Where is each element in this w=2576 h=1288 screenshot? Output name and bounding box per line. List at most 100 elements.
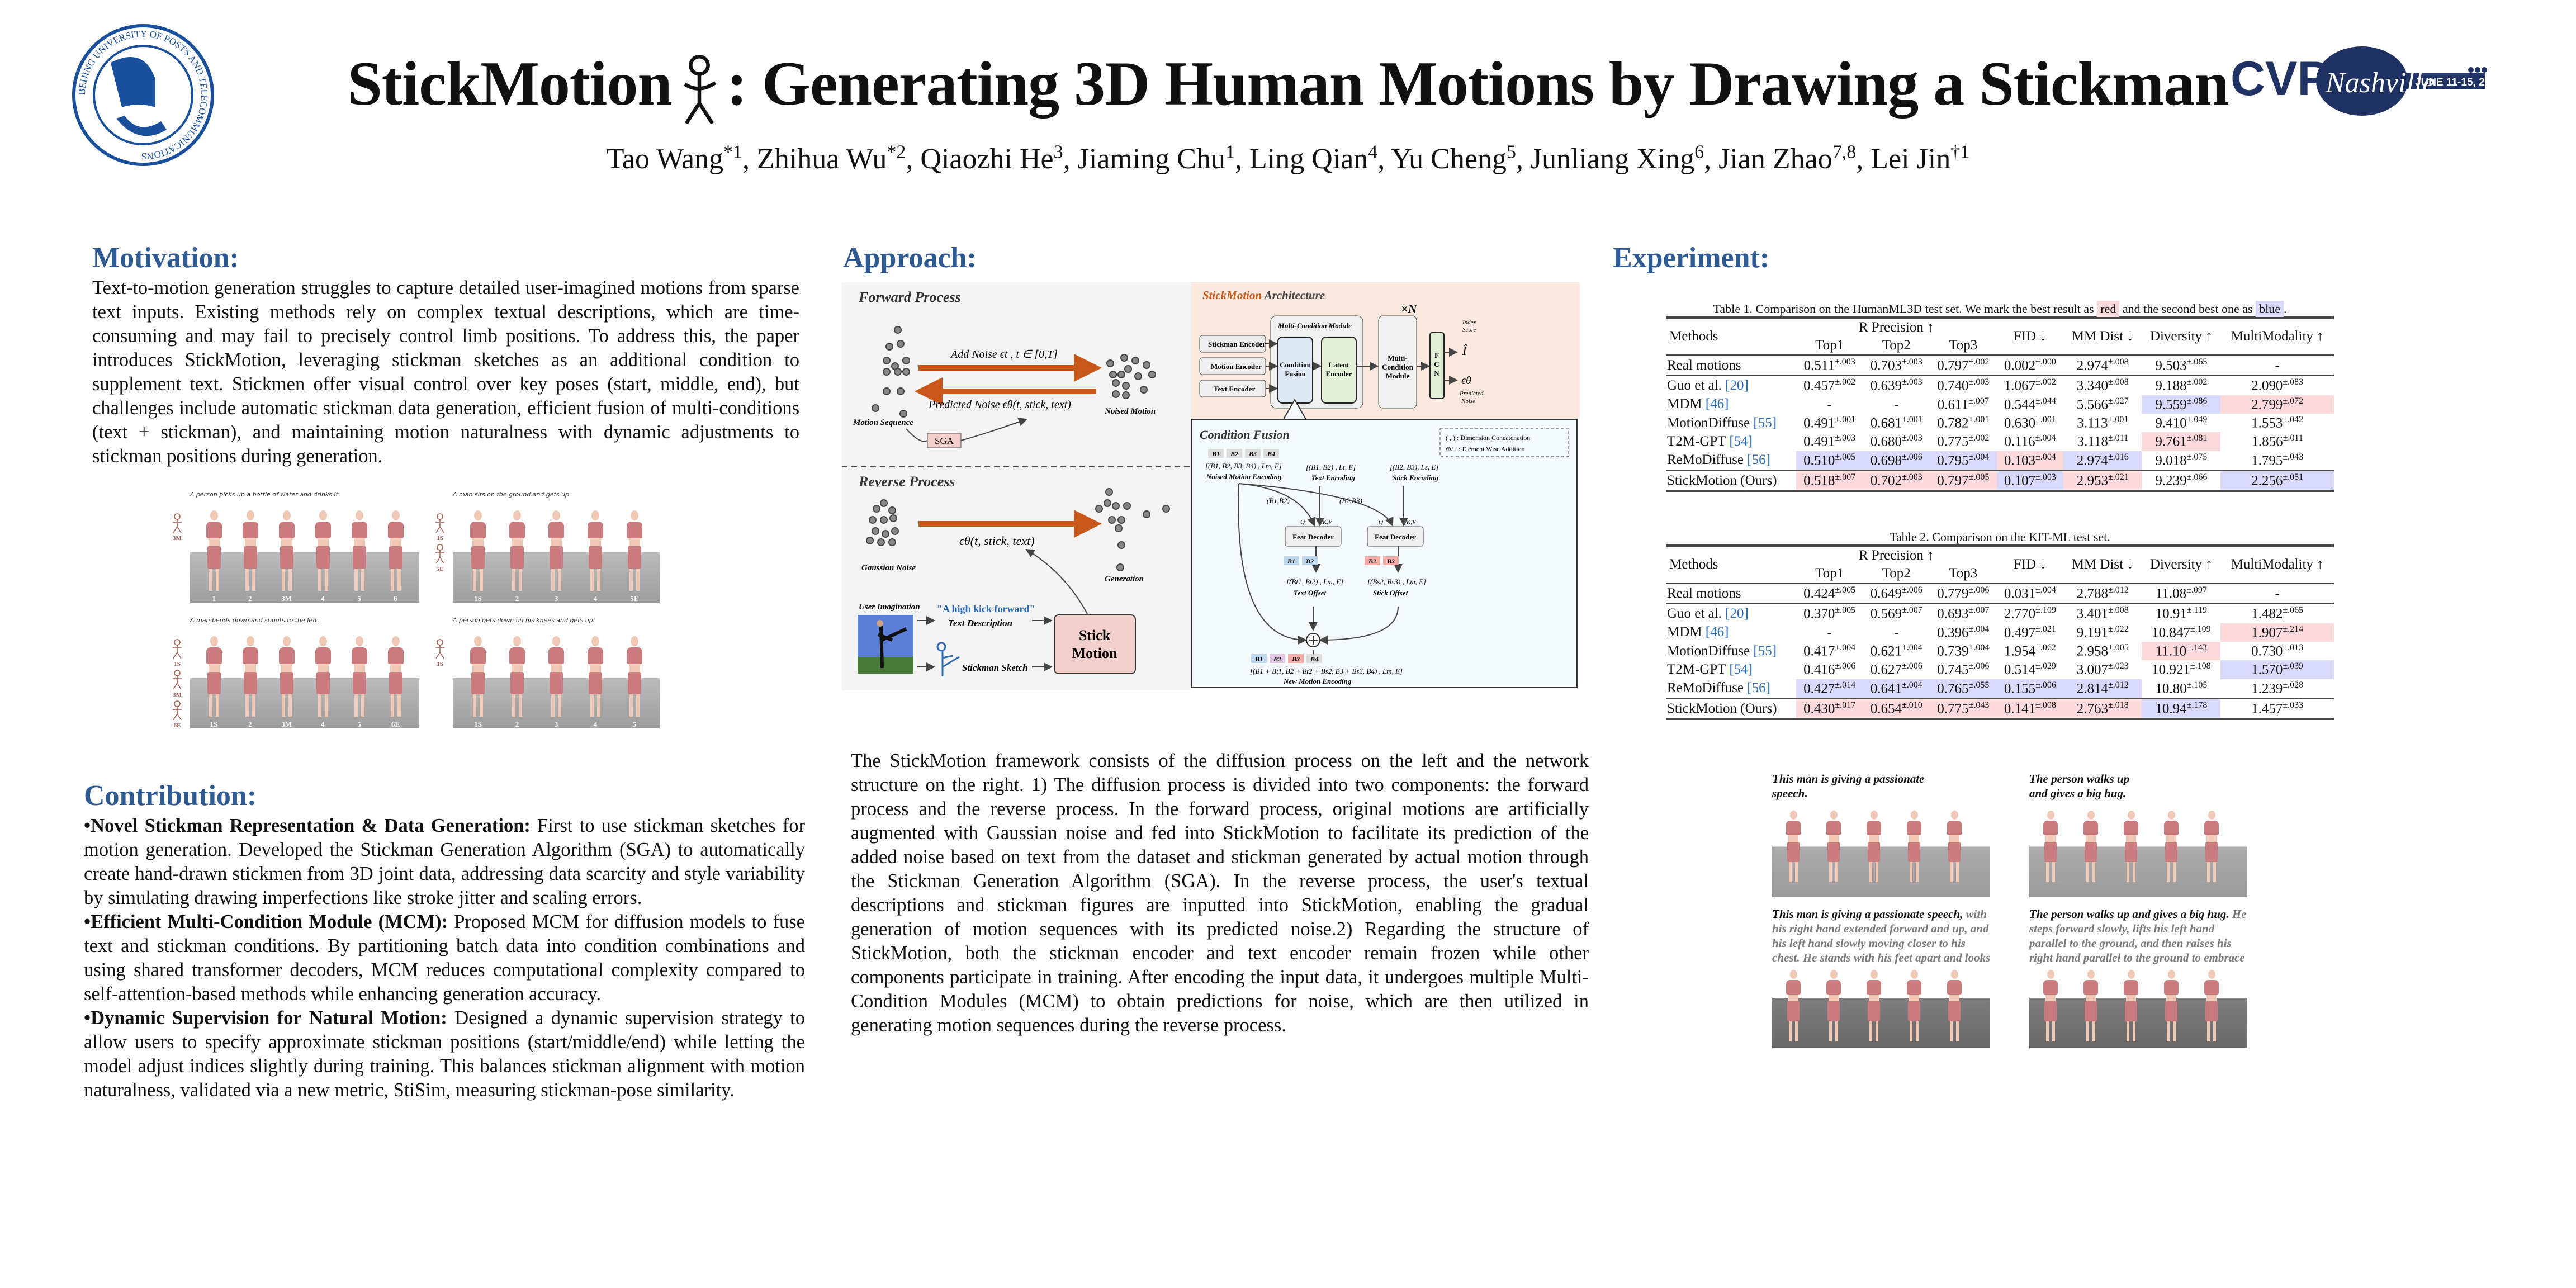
pose-figure	[1826, 970, 1841, 1045]
citation-link[interactable]: [54]	[1729, 661, 1753, 677]
metric-value: 3.118	[2077, 434, 2108, 449]
stickman-icon	[173, 670, 182, 690]
metric-ci: ±.042	[2283, 414, 2304, 424]
motivation-figure-grid: A person picks up a bottle of water and …	[168, 491, 682, 737]
table1-container: Table 1. Comparison on the HumanML3D tes…	[1666, 301, 2334, 492]
qual-long-caption: The person walks up and gives a big hug.…	[2029, 907, 2250, 979]
citation-link[interactable]: [20]	[1725, 377, 1749, 393]
frame-label: 5	[357, 720, 361, 728]
pose-figure	[278, 510, 295, 594]
metric-cell: 10.94±.178	[2142, 698, 2221, 719]
add-noise-label: Add Noise ϵt , t ∈ [0,T]	[950, 348, 1058, 361]
svg-text:Noised Motion Encoding: Noised Motion Encoding	[1206, 472, 1282, 481]
pose-figure	[206, 636, 222, 720]
svg-text:Condition: Condition	[1382, 363, 1413, 371]
author-affiliation: 3	[1053, 142, 1063, 163]
metric-value: 9.410	[2155, 415, 2187, 431]
frame-label: 6E	[391, 720, 400, 728]
metric-value: 0.779	[1937, 586, 1969, 602]
metric-cell: 9.410±.049	[2142, 414, 2220, 432]
citation-link[interactable]: [54]	[1729, 433, 1753, 449]
frame-label: 1S	[474, 594, 482, 603]
citation-link[interactable]: [46]	[1705, 624, 1729, 640]
metric-cell: 0.424±.005	[1796, 584, 1863, 604]
frame-label: 4	[321, 720, 325, 728]
svg-text:[(B1 + Bt1, B2 + Bt2 + Bs2, B3: [(B1 + Bt1, B2 + Bt2 + Bs2, B3 + Bs3, B4…	[1250, 667, 1403, 675]
svg-text:B1: B1	[1254, 655, 1263, 663]
citation-link[interactable]: [55]	[1753, 643, 1777, 659]
motion-sequence-skeleton	[872, 326, 910, 418]
metric-cell: 10.91±.119	[2142, 604, 2220, 623]
pose-figure	[588, 510, 603, 594]
svg-text:Q: Q	[1379, 519, 1383, 525]
frame-label: 4	[593, 594, 598, 603]
author-affiliation: 1	[1225, 142, 1235, 163]
metric-ci: ±.043	[1968, 700, 1990, 710]
fcn-box	[1429, 332, 1445, 399]
pose-figure	[1826, 811, 1841, 886]
metric-value: 2.814	[2076, 680, 2108, 696]
metric-ci: ±.109	[2035, 605, 2056, 615]
metric-ci: ±.002	[1968, 357, 1990, 367]
author-affiliation: *1	[723, 142, 743, 163]
metric-value: 2.090	[2251, 378, 2283, 394]
metric-value: 0.797	[1937, 358, 1969, 373]
header-r-precision: R Precision ↑	[1858, 548, 1934, 563]
metric-ci: ±.000	[2035, 357, 2056, 367]
metric-value: -	[2275, 586, 2280, 602]
metric-ci: ±.108	[2190, 661, 2211, 671]
contribution-bullet: •Novel Stickman Representation & Data Ge…	[84, 814, 805, 910]
metric-value: 10.94	[2155, 701, 2187, 717]
metric-ci: ±.006	[1901, 585, 1922, 595]
stickman-keypose: 6E	[168, 700, 187, 729]
method-name: MotionDiffuse [55]	[1666, 642, 1796, 660]
approach-diagram: Forward Process Motion Sequence Add Nois…	[842, 282, 1580, 690]
text-description-quote: "A high kick forward"	[937, 603, 1035, 614]
citation-link[interactable]: [55]	[1753, 415, 1777, 430]
author: Yu Cheng5	[1391, 142, 1516, 175]
metric-value: 9.503	[2155, 358, 2187, 373]
metric-value: 0.730	[2251, 643, 2283, 659]
bullet-heading: •Novel Stickman Representation & Data Ge…	[84, 815, 531, 836]
method-name: Guo et al. [20]	[1666, 376, 1796, 395]
author-name: Junliang Xing	[1530, 143, 1695, 176]
example-caption: A man bends down and shouts to the left.	[190, 617, 319, 624]
metric-cell: 1.553±.042	[2220, 414, 2334, 432]
example-caption: A man sits on the ground and gets up.	[453, 491, 571, 498]
metric-cell: 9.559±.086	[2142, 395, 2221, 414]
motivation-section: Motivation: Text-to-motion generation st…	[92, 240, 799, 468]
pose-figure	[2083, 970, 2098, 1045]
metric-ci: ±.051	[2283, 472, 2304, 482]
experiment-title: Experiment:	[1613, 242, 1770, 274]
svg-text:Stick Offset: Stick Offset	[1373, 589, 1408, 597]
metric-value: 0.491	[1803, 434, 1835, 449]
noised-blocks: B1 B2 B3 B4	[1208, 449, 1279, 458]
metric-value: 2.770	[2004, 606, 2036, 622]
citation-link[interactable]: [56]	[1747, 452, 1770, 468]
metric-ci: ±.002	[1968, 433, 1990, 443]
metric-value: 0.416	[1803, 662, 1835, 678]
metric-value: 0.427	[1803, 680, 1835, 696]
citation-link[interactable]: [20]	[1725, 605, 1749, 621]
metric-cell: 2.770±.109	[1997, 604, 2064, 623]
metric-cell: 0.797±.002	[1930, 356, 1997, 376]
citation-link[interactable]: [46]	[1705, 396, 1729, 412]
metric-value: 0.155	[2004, 680, 2036, 696]
method-label: Real motions	[1667, 357, 1741, 373]
citation-link[interactable]: [56]	[1747, 680, 1770, 696]
metric-ci: ±.021	[2108, 472, 2129, 482]
method-label: MDM	[1667, 624, 1706, 640]
metric-ci: ±.001	[1901, 414, 1922, 424]
metric-ci: ±.006	[1968, 585, 1990, 595]
gaussian-noise-label: Gaussian Noise	[861, 564, 916, 572]
metric-value: 0.740	[1937, 378, 1969, 394]
metric-ci: ±.003	[2035, 472, 2056, 482]
metric-value: 11.08	[2155, 586, 2187, 602]
metric-ci: ±.109	[2190, 624, 2211, 634]
